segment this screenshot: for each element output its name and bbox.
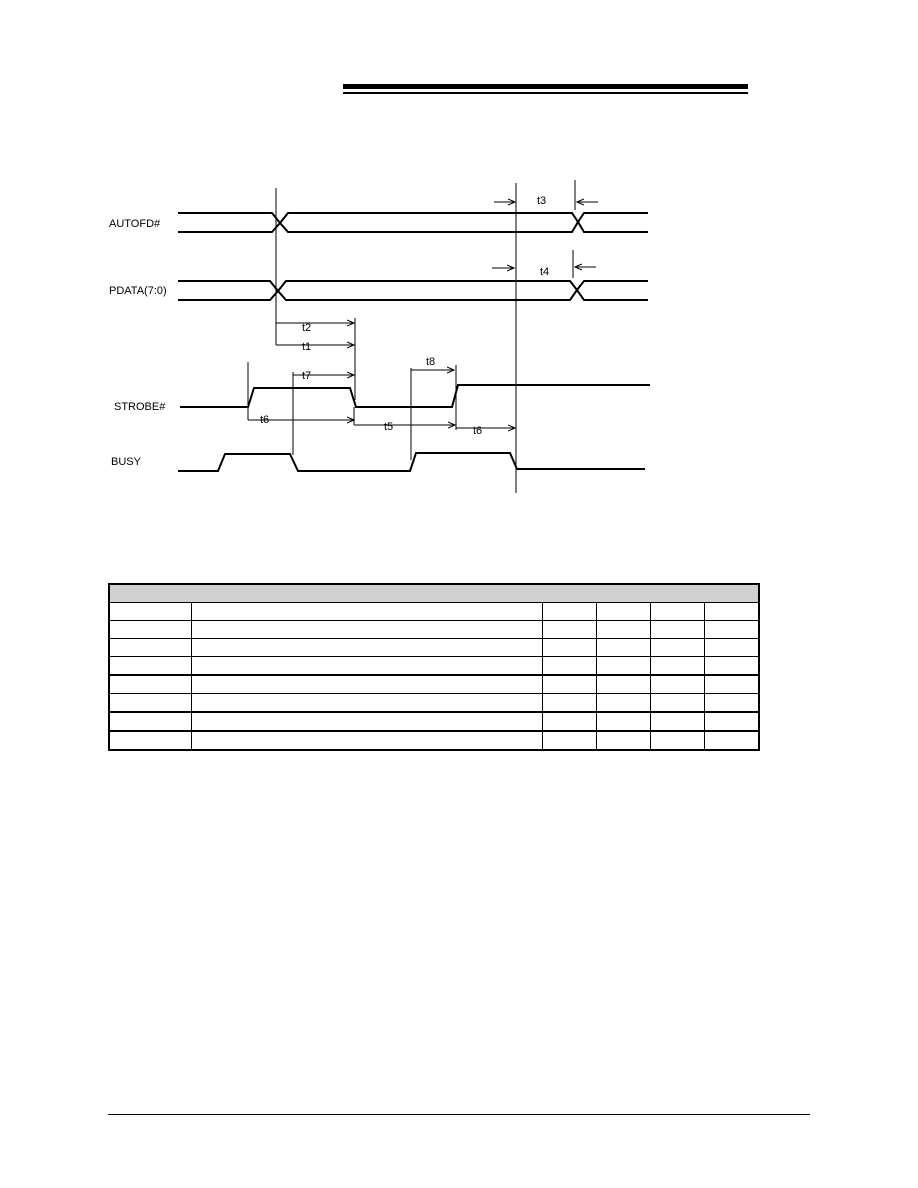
signal-label-strobe: STROBE# [114,401,166,413]
t6b-label: t6 [473,425,482,437]
table-cell [541,620,597,639]
table-row [108,711,760,732]
table-row [108,602,760,621]
table-cell [541,711,597,732]
table-cell [649,730,705,751]
footer-rule [108,1114,810,1115]
table-cell [190,638,543,657]
table-cell [108,730,192,751]
table-cell [703,693,760,713]
table-cell [703,711,760,732]
table-row [108,638,760,657]
table-row [108,730,760,751]
table-cell [108,674,192,694]
table-row [108,656,760,676]
t4-label: t4 [540,266,549,278]
timing-diagram: AUTOFD# t3 PDATA(7:0) t4 t2 t1 STROBE# t… [109,180,650,493]
pdata-waveform [178,280,648,301]
table-cell [649,620,705,639]
table-cell [108,711,192,732]
title-rule-thick [343,84,748,89]
table-cell [595,602,651,621]
table-cell [649,693,705,713]
table-cell [703,730,760,751]
table-cell [649,711,705,732]
table-cell [595,693,651,713]
strobe-waveform [180,384,650,408]
table-header [108,583,760,603]
table-cell [190,711,543,732]
title-rule-thin [343,92,748,94]
table-cell [595,638,651,657]
table-cell [541,693,597,713]
table-cell [541,674,597,694]
table-cell [649,638,705,657]
table-cell [703,638,760,657]
table-row [108,693,760,713]
table-cell [595,674,651,694]
busy-waveform [178,452,645,472]
table-cell [595,711,651,732]
table-cell [190,620,543,639]
t2-label: t2 [302,322,311,334]
timing-table-grid [108,583,761,751]
t7-label: t7 [302,370,311,382]
signal-label-busy: BUSY [111,456,142,468]
table-cell [108,656,192,676]
table-cell [108,602,192,621]
table-cell [541,602,597,621]
t6a-label: t6 [260,414,269,426]
table-cell [190,693,543,713]
table-cell [541,730,597,751]
table-cell [108,638,192,657]
table-row [108,620,760,639]
table-cell [649,602,705,621]
t5-label: t5 [384,421,393,433]
signal-label-autofd: AUTOFD# [109,218,161,230]
table-cell [190,674,543,694]
signal-label-pdata: PDATA(7:0) [109,285,167,297]
table-cell [649,656,705,676]
table-cell [541,656,597,676]
table-cell [595,730,651,751]
table-cell [703,602,760,621]
table-cell [108,620,192,639]
table-cell [108,693,192,713]
timing-table [108,583,761,751]
title-rule [343,84,748,94]
table-cell [595,620,651,639]
table-header-row [108,583,760,603]
table-cell [703,656,760,676]
table-cell [190,730,543,751]
table-cell [541,638,597,657]
table-cell [595,656,651,676]
table-cell [703,620,760,639]
table-cell [190,656,543,676]
t1-label: t1 [302,341,311,353]
table-cell [649,674,705,694]
table-cell [190,602,543,621]
autofd-waveform [178,212,648,233]
table-cell [703,674,760,694]
t3-label: t3 [537,195,546,207]
t8-label: t8 [426,356,435,368]
table-row [108,674,760,694]
